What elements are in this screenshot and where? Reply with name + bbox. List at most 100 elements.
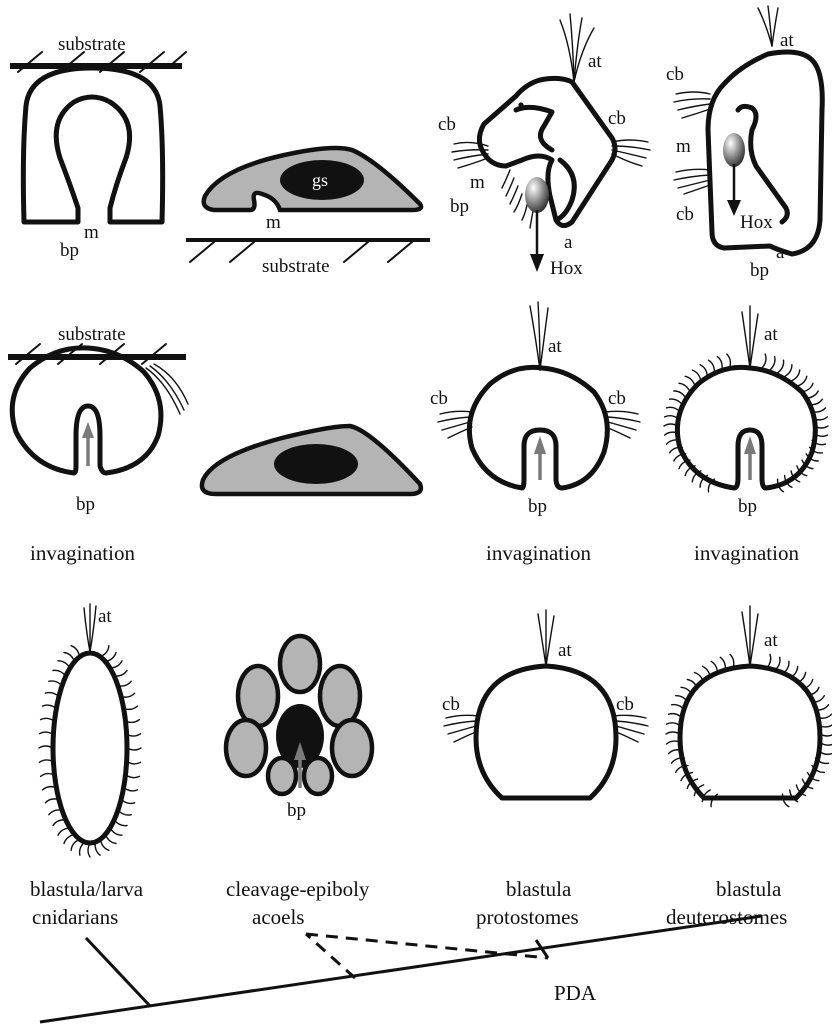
cilium (778, 360, 784, 373)
blastomere-top (280, 636, 320, 692)
row2-proto-cb-left (438, 411, 472, 438)
row2-cnidarian-caption: invagination (30, 541, 135, 565)
deut-hox-label: Hox (740, 212, 773, 233)
protostome-gastrula-figure: at cb cb bp invagination (430, 302, 640, 565)
deut-cb-label-top: cb (666, 64, 684, 85)
deuterostome-blastula-figure: at blastula (666, 606, 832, 901)
phylogeny-tree: cnidarians acoels protostomes deuterosto… (32, 905, 787, 1022)
deuterostome-larva-figure: at cb m cb Hox bp a (666, 6, 822, 281)
cilium (770, 357, 775, 370)
cb-label-right: cb (608, 108, 626, 129)
row2-proto-tuft (530, 302, 548, 370)
row2-proto-cb-right-label: cb (608, 388, 626, 409)
acoel-adult-figure: gs m substrate (186, 148, 430, 277)
taxon-acoels: acoels (252, 905, 304, 929)
hox-label: Hox (550, 258, 583, 279)
row3-proto-tuft (538, 610, 554, 666)
hox-arrow-head (530, 254, 544, 272)
deut-gut-outline (738, 106, 787, 222)
cb-label-left: cb (438, 114, 456, 135)
cilium (727, 354, 731, 368)
at-label: at (588, 51, 602, 72)
taxon-deuterostomes: deuterostomes (666, 905, 787, 929)
deut-at-label: at (780, 30, 794, 51)
row2-proto-arrow-head (534, 436, 546, 454)
deut-m-label: m (676, 136, 691, 157)
node-label-pda: PDA (554, 981, 597, 1005)
gut-outline (556, 160, 574, 220)
cilium (670, 399, 683, 405)
mouth-label: m (84, 222, 99, 243)
row3-cnid-at-label: at (98, 606, 112, 627)
eyespot (518, 102, 523, 107)
row3-cnid-tuft (84, 604, 96, 652)
row3-acoel-caption: cleavage-epiboly (226, 877, 370, 901)
row2-proto-cb-left-label: cb (430, 388, 448, 409)
cnidarian-polyp-figure: substrate m bp (10, 34, 186, 261)
row3-deut-caption: blastula (716, 877, 782, 901)
a-label: a (564, 232, 573, 253)
protostome-larva-figure: at cb cb m bp a Ho (438, 14, 650, 279)
hox-domain (525, 177, 549, 213)
row3-cnid-caption: blastula/larva (30, 877, 144, 901)
polyp-outline (23, 68, 162, 222)
cnidarian-gastrula-figure: substrate bp invagination (8, 324, 188, 565)
substrate-label: substrate (58, 34, 126, 55)
row2-deut-at-label: at (764, 324, 778, 345)
deut-hox-domain (723, 133, 745, 167)
bp-label: bp (450, 196, 469, 217)
blastomere-right (332, 720, 372, 776)
row3-proto-cb-right (614, 715, 648, 742)
row3-acoel-bp-label: bp (287, 800, 306, 821)
row3-proto-cb-right-label: cb (616, 694, 634, 715)
cilium (674, 391, 686, 398)
deut-apical-tuft (758, 6, 778, 46)
cilium (692, 370, 701, 381)
row2-proto-bp-label: bp (528, 496, 547, 517)
acoel-cleavage-figure: bp cleavage-epiboly (226, 636, 372, 901)
acoel-mouth-label: m (266, 212, 281, 233)
cilium (785, 365, 792, 377)
taxon-cnidarians: cnidarians (32, 905, 118, 929)
acoel-substrate-label: substrate (262, 256, 330, 277)
cnidarian-blastula-figure: at blastula/larva (30, 604, 144, 901)
row2-attachment-cilia (146, 364, 188, 414)
cilium (685, 376, 695, 386)
deuterostome-gastrula-figure: at bp invagination (664, 306, 828, 565)
deut-hox-arrow-head (727, 200, 741, 216)
row3-proto-cb-left (444, 715, 478, 742)
row2-deut-caption: invagination (694, 541, 799, 565)
row2-proto-at-label: at (548, 336, 562, 357)
invagination-arrow-head (82, 422, 94, 438)
row2-deut-tuft (742, 306, 758, 368)
tree-branch-acoels-dashed-a (306, 934, 355, 978)
row3-deut-outline (680, 666, 820, 798)
row3-proto-outline (476, 666, 616, 798)
row3-cnid-outline (53, 653, 127, 843)
cilium (797, 376, 807, 386)
acoel-row2-figure (202, 426, 421, 494)
blastomere-upper-left (238, 666, 278, 726)
row2-proto-cb-right (606, 411, 640, 438)
cilium (762, 354, 766, 368)
taxon-protostomes: protostomes (476, 905, 579, 929)
cilium (791, 370, 800, 381)
row2-deut-bp-label: bp (738, 496, 757, 517)
deut-cb-cilia-bottom (674, 169, 710, 194)
row3-deut-tuft (742, 606, 758, 666)
deut-a-label: a (776, 242, 785, 263)
cb-cilia-right (612, 140, 650, 166)
deut-bp-label: bp (750, 260, 769, 281)
row3-deut-at-label: at (764, 630, 778, 651)
row2-bp-label: bp (76, 494, 95, 515)
cilium (700, 365, 707, 377)
row3-proto-cb-left-label: cb (442, 694, 460, 715)
deut-cb-cilia-top (674, 92, 710, 118)
tree-branch-acoels-dashed-b (306, 934, 548, 958)
row2-proto-caption: invagination (486, 541, 591, 565)
protostome-blastula-figure: at cb cb blastula (442, 610, 648, 901)
row3-proto-at-label: at (558, 640, 572, 661)
cilium (679, 383, 690, 392)
m-label: m (470, 172, 485, 193)
